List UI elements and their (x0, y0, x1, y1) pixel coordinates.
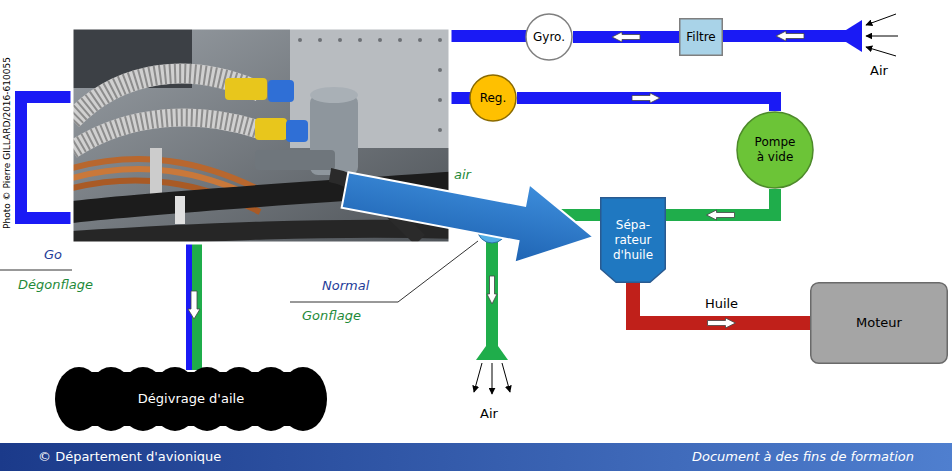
engine-box: Moteur (810, 282, 948, 364)
node-label: Gyro. (533, 30, 565, 45)
shape-outline (470, 75, 516, 121)
valve-position-label: Normal (322, 278, 369, 294)
node-label: Reg. (480, 91, 507, 106)
node-label: Filtre (686, 30, 715, 45)
shape-outline (601, 198, 666, 283)
separator-box: Sépa- rateur d'huile (600, 197, 666, 283)
shape-outline (811, 283, 948, 364)
pipe-connector (517, 93, 775, 111)
flow-arrow (708, 318, 736, 328)
pointer-arrow (338, 151, 601, 277)
valve-label: air (454, 167, 471, 183)
valve-position-label: Go (44, 247, 62, 263)
node-text: Dégivrage d'aile (138, 391, 244, 407)
leader-lines (0, 241, 478, 302)
node-label: Sépa- rateur d'huile (606, 218, 660, 263)
air-inlet-label: Air (870, 63, 888, 79)
shape-outline (680, 19, 723, 56)
node-text: Gyro. (533, 30, 565, 45)
node-label: Pompe à vide (750, 135, 800, 165)
flow-arrow (632, 93, 660, 103)
pipe-label: Huile (705, 296, 738, 312)
pipe (633, 283, 810, 323)
shape-outline (526, 14, 572, 60)
instrument-circle: Gyro. (525, 13, 573, 61)
air-outlet (474, 346, 510, 394)
shape-outline (737, 112, 813, 188)
photo-credit: Photo © Pierre GILLARD/2016-610055 (2, 57, 13, 229)
node-label: Dégivrage d'aile (138, 391, 244, 407)
pipe-connector (573, 32, 679, 42)
valve-position-label: Gonflage (302, 308, 361, 324)
air-inlet (846, 14, 898, 56)
flow-arrow (612, 32, 640, 42)
node-text: Moteur (856, 315, 902, 331)
pump-circle: Pompe à vide (736, 111, 814, 189)
footer-text: Document à des fins de formation (692, 449, 914, 465)
flow-arrow (707, 210, 735, 220)
pipe-connector (633, 283, 810, 328)
valve-position-label: Dégonflage (18, 277, 93, 293)
node-text: Pompe à vide (750, 135, 800, 165)
pipe (666, 189, 775, 215)
deicing-boot: Dégivrage d'aile (55, 367, 327, 431)
filter-box: Filtre (679, 18, 723, 56)
shape-outline (55, 367, 327, 431)
pipe-connector (666, 189, 775, 220)
node-text: Sépa- rateur d'huile (606, 218, 660, 263)
footer-text: © Département d'avionique (38, 449, 221, 465)
node-label: Moteur (856, 315, 902, 331)
pipe (573, 31, 679, 43)
air-outlet-label: Air (480, 406, 498, 422)
node-text: Reg. (480, 91, 507, 106)
node-text: Filtre (686, 30, 715, 45)
regulator-circle: Reg. (469, 74, 517, 122)
